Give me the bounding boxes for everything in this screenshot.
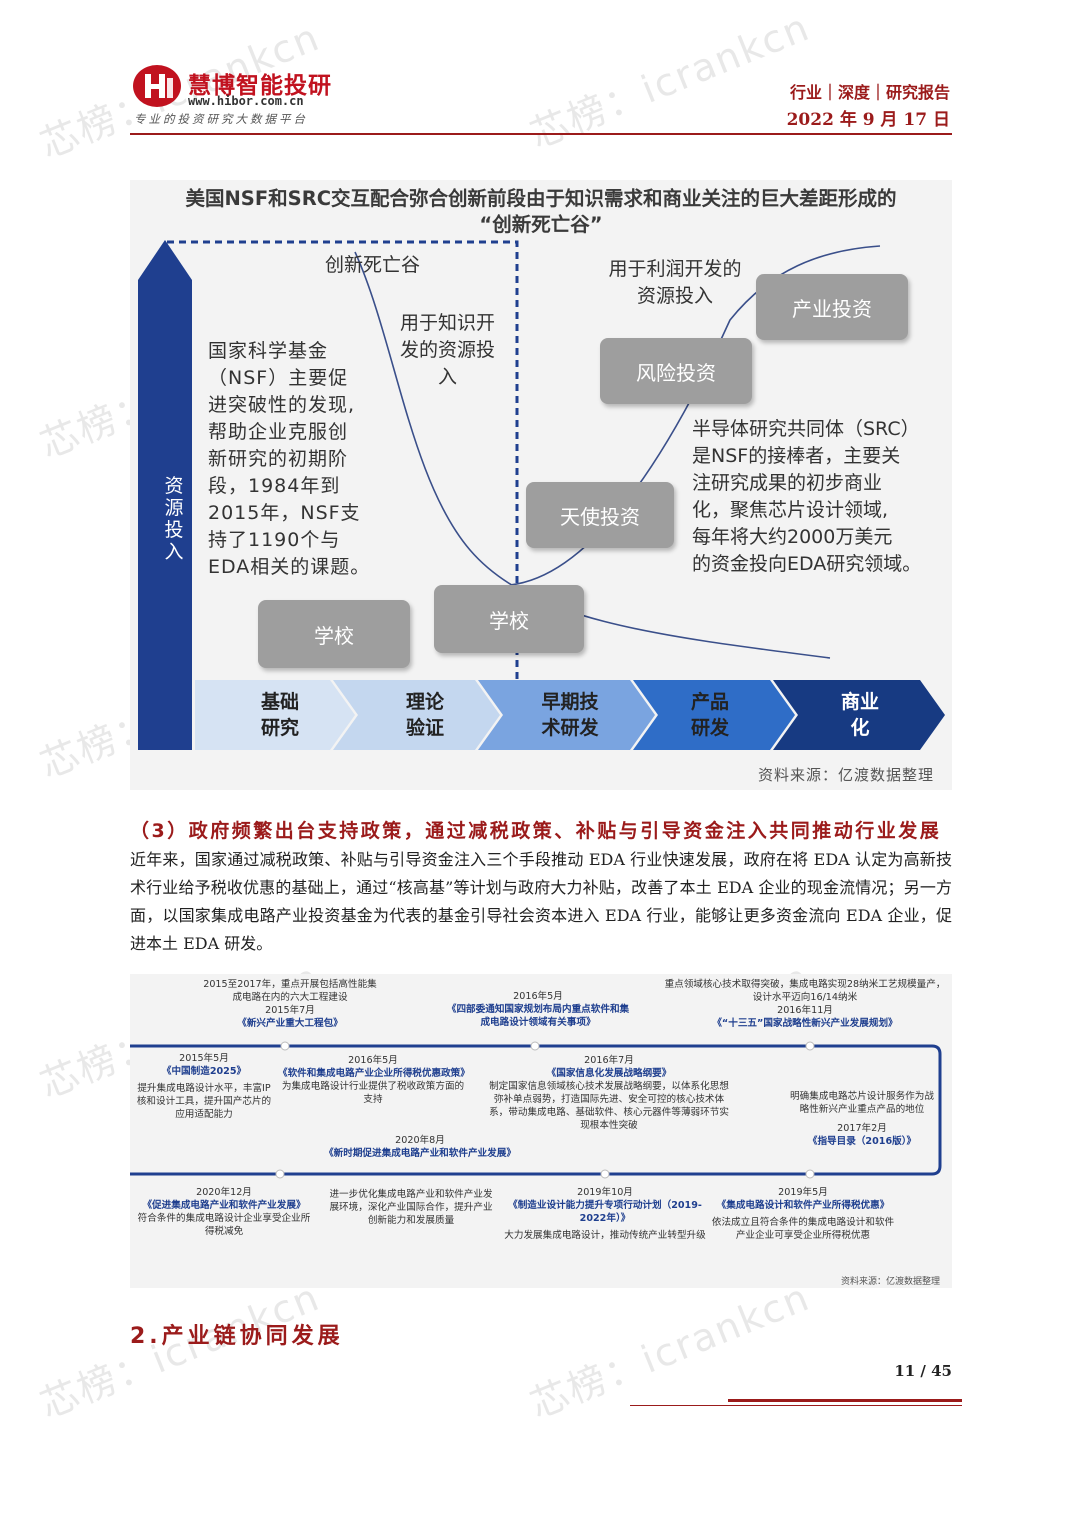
brand-name: 慧博智能投研 xyxy=(188,73,332,99)
school-box-1: 学校 xyxy=(258,600,410,668)
src-description: 半导体研究共同体（SRC） 是NSF的接棒者，主要关 注研究成果的初步商业 化，… xyxy=(692,418,922,575)
section3-heading: （3）政府频繁出台支持政策，通过减税政策、补贴与引导资金注入共同推动行业发展 xyxy=(130,820,942,842)
stage-early-tech-arrow xyxy=(478,680,655,750)
stage-early-tech-rd: 早期技术研发 xyxy=(541,691,599,739)
report-category: 行业｜深度｜研究报告 xyxy=(789,83,950,102)
timeline-event-2015-05: 2015年5月 《中国制造2025》 提升集成电路设计水平，丰富IP核和设计工具… xyxy=(136,1053,272,1120)
page-number: 11 / 45 xyxy=(894,1362,952,1380)
timeline-event-2016-11: 重点领域核心技术取得突破，集成电路实现28纳米工艺规模量产，设计水平迈向16/1… xyxy=(664,979,946,1029)
venture-capital-box: 风险投资 xyxy=(600,338,752,404)
footer-line-thin xyxy=(630,1405,962,1406)
stage-theory-verification: 理论验证 xyxy=(405,691,444,739)
nsf-description: 国家科学基金 （NSF）主要促 进突破性的发现, 帮助企业克服创 新研究的初期阶… xyxy=(208,340,371,578)
timeline-event-2016-05-a: 2016年5月 《四部委通知国家规划布局内重点软件和集成电路设计领域有关事项》 xyxy=(446,991,630,1028)
death-valley-figure: 美国NSF和SRC交互配合弥合创新前段由于知识需求和商业关注的巨大差距形成的 “… xyxy=(130,180,952,790)
stage-theory-arrow xyxy=(333,680,500,750)
header-divider xyxy=(130,133,952,135)
figure1-title-line1: 美国NSF和SRC交互配合弥合创新前段由于知识需求和商业关注的巨大差距形成的 xyxy=(185,187,897,210)
stage-commercialization: 商业化 xyxy=(840,691,879,739)
figure1-source: 资料来源：亿渡数据整理 xyxy=(757,766,934,784)
figure1-title-line2: “创新死亡谷” xyxy=(479,213,603,236)
timeline-event-2016-07: 2016年7月 《国家信息化发展战略纲要》 制定国家信息领域核心技术发展战略纲要… xyxy=(489,1055,729,1131)
resource-axis-label: 资源投入 xyxy=(164,475,184,563)
valley-label: 创新死亡谷 xyxy=(325,254,421,276)
stage-basic-research: 基础研究 xyxy=(260,691,299,739)
timeline-event-2015-07: 2015至2017年，重点开展包括高性能集成电路在内的六大工程建设 2015年7… xyxy=(203,979,377,1029)
knowledge-resource-curve xyxy=(354,251,831,659)
brand-slogan: 专业的投资研究大数据平台 xyxy=(134,112,308,126)
timeline-event-2016-05-b: 2016年5月 《软件和集成电路产业企业所得税优惠政策》 为集成电路设计行业提供… xyxy=(278,1055,470,1105)
angel-investment-box: 天使投资 xyxy=(526,482,674,548)
school-box-2: 学校 xyxy=(434,585,584,653)
timeline-event-2019-05: 2019年5月 《集成电路设计和软件产业所得税优惠》 依法成立且符合条件的集成电… xyxy=(711,1187,895,1241)
section3-paragraph: 近年来，国家通过减税政策、补贴与引导资金注入三个手段推动 EDA 行业快速发展，… xyxy=(130,850,952,953)
profit-resource-label: 用于利润开发的 资源投入 xyxy=(608,258,742,307)
timeline-track xyxy=(130,1041,942,1179)
stage-product-arrow xyxy=(633,680,795,750)
figure1-title: 美国NSF和SRC交互配合弥合创新前段由于知识需求和商业关注的巨大差距形成的 “… xyxy=(130,186,952,238)
footer-line-thick xyxy=(728,1399,962,1402)
resource-axis-arrow xyxy=(138,240,192,750)
stage-basic-research-arrow xyxy=(195,680,355,750)
industry-investment-box: 产业投资 xyxy=(756,274,908,340)
report-date: 2022 年 9 月 17 日 xyxy=(786,110,950,130)
timeline-event-2020-08-desc: 进一步优化集成电路产业和软件产业发展环境，深化产业国际合作，提升产业创新能力和发… xyxy=(329,1189,493,1226)
timeline-event-2019-10: 2019年10月 《制造业设计能力提升专项行动计划（2019-2022年）》 大… xyxy=(504,1187,706,1241)
timeline-event-2017-02: 明确集成电路芯片设计服务作为战略性新兴产业重点产品的地位 2017年2月 《指导… xyxy=(790,1091,934,1147)
timeline-event-2020-12: 2020年12月 《促进集成电路产业和软件产业发展》 符合条件的集成电路设计企业… xyxy=(137,1187,311,1237)
figure2-source: 资料来源：亿渡数据整理 xyxy=(840,1277,940,1287)
policy-timeline-figure: 2015至2017年，重点开展包括高性能集成电路在内的六大工程建设 2015年7… xyxy=(130,974,952,1288)
hibor-logo-icon xyxy=(132,64,182,108)
stage-commercial-arrow xyxy=(773,680,945,750)
death-valley-frame xyxy=(167,240,519,680)
stage-product-rd: 产品研发 xyxy=(690,691,729,739)
brand-url: www.hibor.com.cn xyxy=(188,94,304,108)
timeline-event-2020-08: 2020年8月 《新时期促进集成电路产业和软件产业发展》 xyxy=(324,1135,516,1159)
section2-heading: 2.产业链协同发展 xyxy=(130,1324,344,1349)
knowledge-resource-label: 用于知识开 发的资源投 入 xyxy=(399,312,495,388)
